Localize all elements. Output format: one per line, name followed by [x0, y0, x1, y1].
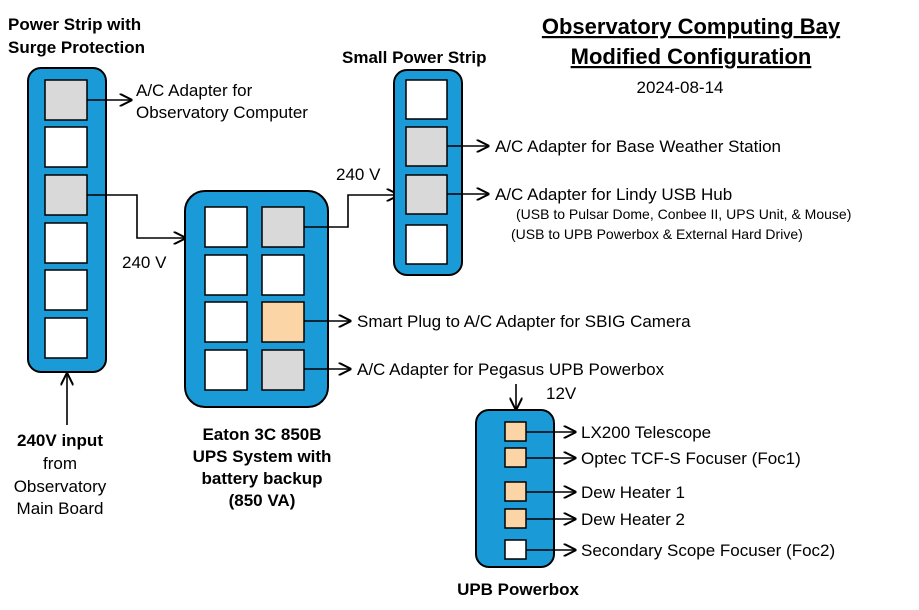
power-strip-title-line1: Power Strip with — [8, 15, 141, 34]
upb-title: UPB Powerbox — [457, 580, 579, 599]
ups-outlet-8 — [261, 349, 305, 391]
small-strip-outlet-1 — [405, 79, 448, 120]
diagram-title-line1: Observatory Computing Bay — [542, 14, 841, 39]
power-strip-outlet-6 — [44, 317, 88, 359]
ups-label-line1: Eaton 3C 850B — [202, 425, 321, 444]
power-strip-title-line2: Surge Protection — [8, 38, 145, 57]
ups-label-line2: UPS System with — [193, 447, 332, 466]
upb-powerbox — [475, 409, 555, 568]
mains-input-line2: from — [43, 454, 77, 473]
pegasus-adapter-label: A/C Adapter for Pegasus UPB Powerbox — [357, 360, 665, 379]
diagram-date: 2024-08-14 — [637, 78, 724, 97]
mains-input-line4: Main Board — [17, 499, 104, 518]
lindy-hub-label: A/C Adapter for Lindy USB Hub — [495, 185, 732, 204]
ups-outlet-1 — [204, 206, 248, 248]
upb-port-4 — [504, 508, 527, 529]
upb-feed-voltage: 12V — [546, 384, 577, 403]
ups-unit — [184, 190, 329, 408]
upb-port-2 — [504, 447, 527, 468]
diagram-title-line2: Modified Configuration — [571, 44, 812, 69]
small-power-strip — [393, 69, 463, 276]
power-strip — [27, 67, 107, 373]
ups-outlet-5 — [204, 301, 248, 343]
mains-input-line3: Observatory — [14, 477, 107, 496]
power-strip-outlet-5 — [44, 269, 88, 311]
upb-port-3 — [504, 481, 527, 502]
small-strip-outlet-2 — [405, 126, 448, 167]
ups-outlet-7 — [204, 349, 248, 391]
computer-adapter-label-line1: A/C Adapter for — [136, 81, 253, 100]
lindy-hub-note-1: (USB to Pulsar Dome, Conbee II, UPS Unit… — [516, 206, 851, 222]
small-strip-feed-voltage: 240 V — [336, 165, 381, 184]
small-strip-feed-arrow — [304, 195, 398, 228]
upb-port-1-label: LX200 Telescope — [581, 423, 711, 442]
ups-label-line4: (850 VA) — [229, 491, 296, 510]
ups-outlet-6 — [261, 301, 305, 343]
upb-port-4-label: Dew Heater 2 — [581, 510, 685, 529]
power-strip-outlet-1 — [44, 79, 88, 121]
ups-feed-arrow — [87, 194, 185, 238]
upb-port-3-label: Dew Heater 1 — [581, 483, 685, 502]
ups-outlet-2 — [261, 206, 305, 248]
ups-outlet-4 — [261, 254, 305, 296]
upb-port-5-label: Secondary Scope Focuser (Foc2) — [581, 541, 835, 560]
ups-feed-voltage: 240 V — [122, 253, 167, 272]
upb-port-2-label: Optec TCF-S Focuser (Foc1) — [581, 449, 801, 468]
mains-input-line1: 240V input — [17, 431, 103, 450]
power-strip-outlet-4 — [44, 222, 88, 264]
upb-port-1 — [504, 421, 527, 442]
power-strip-outlet-3 — [44, 174, 88, 216]
upb-port-5 — [504, 539, 527, 560]
smart-plug-label: Smart Plug to A/C Adapter for SBIG Camer… — [357, 312, 691, 331]
small-strip-outlet-4 — [405, 224, 448, 265]
small-strip-outlet-3 — [405, 174, 448, 215]
weather-station-label: A/C Adapter for Base Weather Station — [495, 137, 781, 156]
ups-outlet-3 — [204, 254, 248, 296]
power-strip-outlet-2 — [44, 126, 88, 168]
small-strip-title: Small Power Strip — [342, 48, 487, 67]
computer-adapter-label-line2: Observatory Computer — [136, 103, 308, 122]
ups-label-line3: battery backup — [202, 469, 323, 488]
lindy-hub-note-2: (USB to UPB Powerbox & External Hard Dri… — [511, 226, 803, 242]
